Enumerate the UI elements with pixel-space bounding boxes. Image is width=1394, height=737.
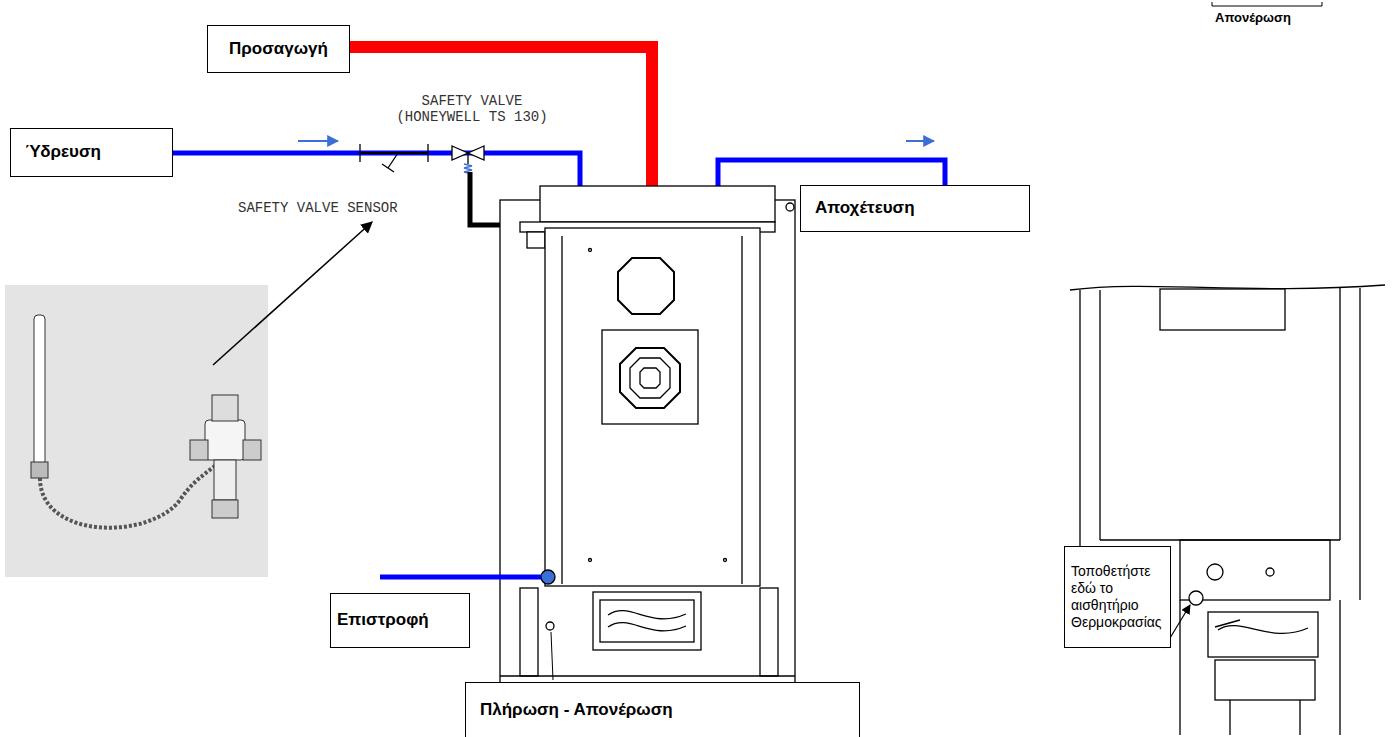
node-text: Αποχέτευση — [815, 198, 1015, 218]
leader-line — [551, 632, 553, 680]
flow-arrow — [298, 140, 338, 142]
note-box: Τοποθετήστε εδώ το αισθητήριο Θερμοκρασί… — [1064, 546, 1171, 648]
flow-arrow — [906, 140, 934, 142]
pipe-label-box: Προσαγωγή — [207, 25, 350, 73]
leader-arrow — [213, 222, 372, 365]
part-label: SAFETY VALVE (HONEYWELL TS 130) — [388, 93, 556, 125]
pipe-label-box: Πλήρωση - Απονέρωση — [465, 682, 860, 737]
safety-valve-symbol — [360, 144, 484, 174]
node-text: Πλήρωση - Απονέρωση — [480, 700, 845, 720]
node-text: Προσαγωγή — [214, 39, 343, 59]
node-text: Ύδρευση — [25, 142, 158, 162]
part-label: SAFETY VALVE SENSOR — [238, 200, 478, 216]
node-text: Τοποθετήστε εδώ το αισθητήριο Θερμοκρασί… — [1071, 563, 1164, 630]
pipe-label-box: Ύδρευση — [10, 128, 173, 177]
valve-photo — [5, 285, 268, 577]
cropped-label: Απονέρωση — [1215, 11, 1345, 26]
boiler-detail — [1070, 285, 1385, 735]
cropped-box — [1212, 2, 1322, 6]
pipe-label-box: Επιστροφή — [330, 593, 470, 648]
boiler — [500, 186, 795, 692]
inlet-pipe — [173, 153, 580, 196]
pipe-label-box: Αποχέτευση — [800, 185, 1030, 232]
node-text: Επιστροφή — [337, 610, 463, 630]
supply-pipe — [350, 47, 652, 188]
return-pipe — [380, 575, 541, 580]
